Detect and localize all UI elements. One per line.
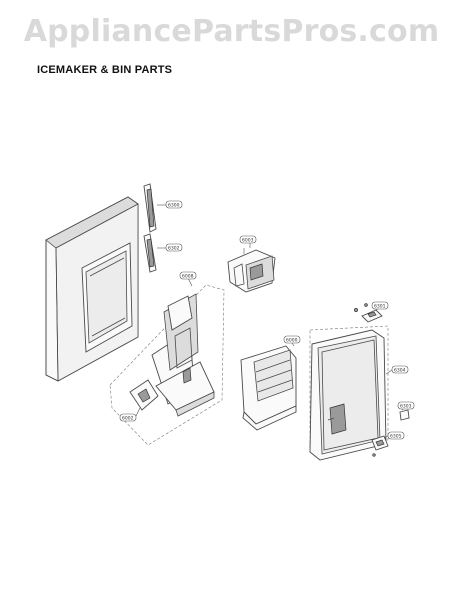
door-hinge-bottom [371,435,389,457]
callout-6008: 6008 [179,271,197,280]
callout-6300: 6300 [165,200,183,209]
callout-6003: 6003 [239,235,257,244]
door-stopper [399,409,410,421]
door-liner-frame [45,196,139,382]
ice-bin [240,345,297,431]
door-hinge-top [354,303,383,323]
ice-bin-housing [109,284,225,446]
callout-6000: 6000 [283,335,301,344]
svg-text:6300: 6300 [168,203,180,209]
diagram-title: ICEMAKER & BIN PARTS [37,64,173,76]
icemaker-motor [227,248,276,293]
svg-text:6303: 6303 [400,404,412,410]
svg-text:6000: 6000 [286,338,298,344]
callout-6301: 6301 [371,301,389,310]
svg-text:6304: 6304 [394,368,406,374]
callout-6305: 6305 [387,431,405,440]
svg-text:6008: 6008 [182,274,194,280]
callout-6304: 6304 [391,365,409,374]
svg-text:6302: 6302 [168,246,180,252]
svg-text:6003: 6003 [242,238,254,244]
callout-6302: 6302 [165,243,183,252]
watermark-logo: AppliancePartsPros.com [23,14,440,49]
hinge-strip-upper [143,183,166,233]
callout-6002: 6002 [119,413,137,422]
svg-text:6301: 6301 [374,304,386,310]
svg-text:6305: 6305 [390,434,402,440]
svg-text:6002: 6002 [122,416,134,422]
callout-6303: 6303 [397,401,415,410]
hinge-strip-lower [143,233,166,273]
icemaker-door-assembly [309,325,389,461]
